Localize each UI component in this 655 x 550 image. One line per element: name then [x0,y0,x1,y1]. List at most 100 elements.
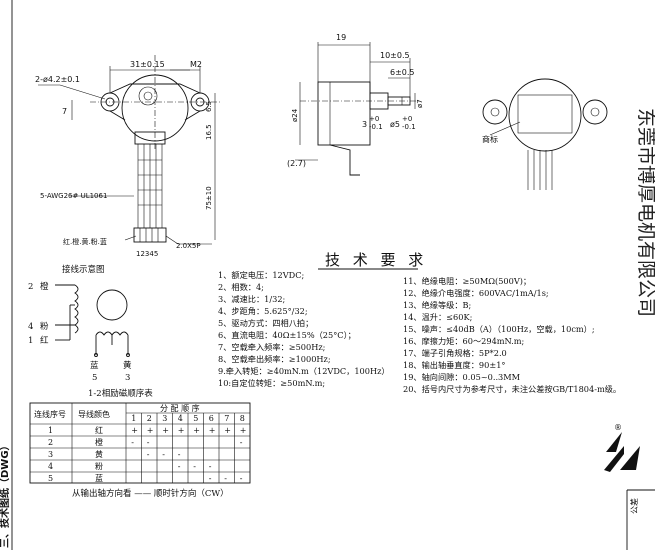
row-cell: + [209,426,216,435]
wire-color-3: 黄 [123,360,132,371]
row-cell: + [224,426,231,435]
row-cell: - [147,438,150,447]
row-cell: + [240,426,247,435]
label-sticker [517,94,573,134]
front-view: 2-ø4.2±0.1 31±0.15 M2 7 6.5 16.5 75±10 5… [35,55,220,258]
specs-right-list: 11、绝缘电阻：≥50MΩ(500V)； 12、绝缘介电强度：600VAC/1m… [403,276,621,394]
spec-item: 7、空载牵入频率：≥500Hz; [218,342,325,352]
spec-item: 14、温升：≤60K; [403,312,472,322]
row-seq: 3 [48,450,53,459]
company-name: 东莞市博厚电机有限公司 [635,108,655,317]
step-header: 4 [178,414,183,423]
row-cell: - [147,450,150,459]
row-cell: + [178,426,185,435]
dim-conn: 2.0X5P [176,242,201,250]
wire-color-5: 蓝 [90,360,99,371]
dim-phi7: ø7 [416,99,424,108]
step-header: 3 [162,414,167,423]
row-cell: + [131,426,138,435]
logo-shape [604,446,624,472]
spec-item: 2、相数：4; [218,282,264,292]
node-5 [94,353,98,357]
row-seq: 4 [48,462,53,471]
connector-pins [139,228,159,242]
side-body [317,81,371,146]
dim-75: 75±10 [205,186,213,210]
step-header: 2 [147,414,152,423]
node-3 [126,353,130,357]
spec-item: 17、端子引角规格：5P*2.0 [403,348,507,358]
row-cell: - [178,450,181,459]
dim-10: 10±0.5 [380,51,410,60]
spec-item: 6、直流电阻：40Ω±15%（25°C）； [218,330,356,340]
trademark-label: 商标 [482,134,498,144]
dim-phi5-tol-dn: -0.1 [402,123,416,131]
dim-phi5-tol-up: +0 [402,115,412,123]
spec-item: 1、额定电压：12VDC; [218,270,304,280]
spec-item: 15、噪声：≤40dB（A）（100Hz，空载，10cm）; [403,324,595,334]
leader-conn [165,235,179,245]
coil-left [74,284,79,334]
wire-num-4: 4 [28,322,33,332]
dim-phi5: ø5 [390,120,400,129]
dim-wire: 5-AWG26# UL1061 [40,192,107,200]
flange-outline [109,83,201,121]
wire-bundle [137,144,163,228]
leader-trademark [489,121,521,136]
dim-6: 6±0.5 [390,68,415,77]
row-seq: 1 [48,426,53,435]
dim-6_5: 6.5 [205,101,213,112]
spec-item: 8、空载牵出频率：≥1000Hz; [218,354,331,364]
row-seq: 5 [48,474,53,483]
label-wires [527,150,553,190]
step-header: 5 [193,414,198,423]
registered-mark: ® [614,423,622,432]
row-color: 粉 [95,461,103,471]
dim-pins: 12345 [136,250,158,258]
wire-exit-block [134,131,166,145]
header-dist: 分 配 顺 序 [160,403,200,413]
wire-color-2: 橙 [40,281,49,292]
row-cell: + [193,426,200,435]
row-color: 橙 [95,437,103,447]
wire-ties [138,159,162,206]
dim-phi24: ø24 [291,108,299,122]
spec-item: 5、驱动方式：四相八拍； [218,318,313,328]
header-color: 导线颜色 [78,409,110,419]
spec-item: 9.牵入转矩：≥40mN.m（12VDC，100Hz） [218,366,390,376]
row-color: 红 [95,425,103,435]
dim-thread: M2 [190,60,202,69]
spec-item: 18、输出轴垂直度：90±1° [403,360,506,370]
specs-left-list: 1、额定电压：12VDC; 2、相数：4; 3、减速比：1/32; 4、步距角：… [218,270,390,388]
row-cell: + [162,426,169,435]
dim-3-tol-up: +0 [369,115,379,123]
row-cell: - [193,462,196,471]
logo-shape [620,446,640,470]
wiring-title: 接线示意图 [62,264,105,275]
wire-color-4: 粉 [40,321,49,332]
spec-title: 技 术 要 求 [325,251,427,269]
wire-num-5: 5 [92,373,97,383]
dim-hole: 2-ø4.2±0.1 [35,75,80,84]
wiring-diagram: 接线示意图 2 橙 4 粉 1 红 蓝 5 黄 3 [28,264,132,383]
dim-7: 7 [62,107,67,116]
label-right-ear [582,99,608,125]
row-color: 黄 [95,449,103,459]
step-header: 6 [209,414,214,423]
wire-color-1: 红 [40,335,49,346]
spec-item: 10:自定位转矩：≥50mN.m; [218,378,325,388]
side-wire-exit [329,144,360,176]
logo-shape [606,432,622,452]
wire-num-2: 2 [28,282,33,292]
table-caption: 1-2相励磁顺序表 [88,388,153,399]
dim-19: 19 [336,33,346,42]
wire-num-3: 3 [125,373,130,383]
spec-item: 12、绝缘介电强度：600VAC/1mA/1s; [403,288,549,298]
step-header: 7 [224,414,229,423]
dim-2_7: (2.7) [287,159,306,168]
row-cell: - [209,462,212,471]
